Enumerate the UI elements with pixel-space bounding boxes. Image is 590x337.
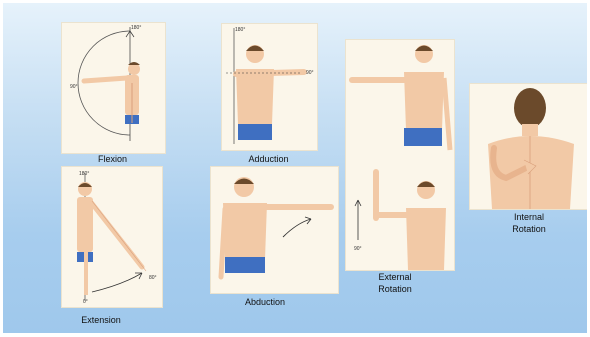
internal-rotation-caption-line1: Internal — [489, 211, 569, 223]
external-rotation-shorts — [404, 128, 442, 146]
internal-rotation-illustration — [470, 84, 587, 209]
abduction-caption: Abduction — [210, 296, 320, 308]
external-rotation-caption-line2: Rotation — [355, 283, 435, 295]
internal-rotation-caption-line2: Rotation — [489, 223, 569, 235]
external-rotation-caption: External Rotation — [355, 271, 435, 295]
adduction-shorts — [238, 124, 272, 140]
extension-caption: Extension — [61, 314, 141, 326]
internal-rotation-caption: Internal Rotation — [489, 211, 569, 235]
adduction-degree-90: 90° — [306, 70, 314, 76]
internal-rotation-head — [514, 88, 546, 128]
external-rotation-degree-90: 90° — [354, 246, 362, 252]
extension-illustration: 180° 80° 0° — [62, 167, 162, 307]
extension-degree-180: 180° — [79, 171, 89, 177]
flexion-degree-90: 90° — [70, 84, 78, 90]
abduction-illustration — [211, 167, 338, 293]
external-rotation-panel: 90° — [345, 39, 455, 271]
extension-degree-0: 0° — [83, 299, 88, 305]
extension-panel: 180° 80° 0° — [61, 166, 163, 308]
external-rotation-caption-line1: External — [355, 271, 435, 283]
flexion-caption: Flexion — [61, 153, 164, 165]
flexion-illustration: 180° 90° — [62, 23, 165, 153]
adduction-illustration: 180° 90° — [222, 24, 317, 150]
internal-rotation-panel — [469, 83, 587, 210]
adduction-panel: 180° 90° — [221, 23, 318, 151]
extension-degree-80: 80° — [149, 275, 157, 281]
external-rotation-illustration: 90° — [346, 40, 454, 270]
slide-canvas: 180° 90° Flexion 180° 80° 0° Extension — [3, 3, 587, 333]
flexion-degree-180: 180° — [131, 25, 141, 31]
abduction-shorts — [225, 257, 265, 273]
adduction-caption: Adduction — [221, 153, 316, 165]
adduction-degree-180: 180° — [235, 27, 245, 33]
abduction-panel — [210, 166, 339, 294]
flexion-panel: 180° 90° — [61, 22, 166, 154]
